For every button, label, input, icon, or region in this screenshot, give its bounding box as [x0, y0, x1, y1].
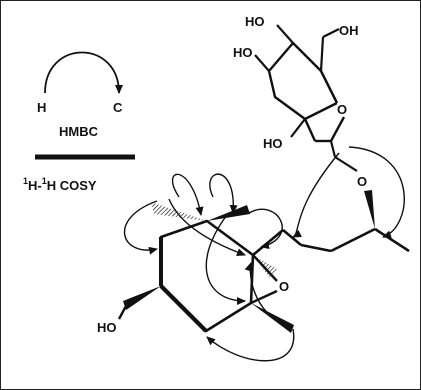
epoxide-oxygen: O [279, 279, 289, 294]
sugar-oh-top-right: OH [339, 23, 359, 38]
legend-cosy-label: 1H-1H COSY [23, 176, 97, 193]
hmbc-arrow-6 [248, 208, 283, 249]
hmbc-arrow-8 [205, 214, 246, 305]
sugar-oh-top-left: HO [245, 14, 265, 29]
aglycone-core: O HO [97, 202, 294, 335]
hashed-bond-epoxide [253, 255, 277, 277]
hmbc-arrow-9 [206, 328, 295, 362]
sugar-unit: O HO OH HO HO O [233, 14, 367, 189]
hmbc-arrows [124, 146, 405, 362]
hmbc-arrow-3 [171, 173, 204, 216]
legend-hmbc-label: HMBC [59, 124, 99, 139]
legend-c-label: C [113, 100, 123, 115]
wedge-bond-side-chain-o [364, 190, 375, 229]
hmbc-arrow-2 [292, 152, 340, 238]
legend-h-label: H [37, 100, 46, 115]
sugar-ring-oxygen: O [337, 102, 347, 117]
legend: H C HMBC 1H-1H COSY [23, 51, 135, 193]
glycosidic-oxygen: O [357, 174, 367, 189]
sugar-oh-mid-left: HO [233, 45, 253, 60]
wedge-bond-hydroxyl [123, 286, 161, 310]
hmbc-arrow-1 [348, 146, 405, 239]
hmbc-arrow-7 [168, 198, 246, 256]
legend-hmbc-arrow [44, 51, 123, 94]
hashed-bond-methyl [151, 202, 207, 221]
aglycone-hydroxyl: HO [97, 320, 117, 335]
hmbc-arrow-4 [209, 173, 238, 214]
sugar-oh-lower-left: HO [263, 136, 283, 151]
wedge-bond-methyl [207, 205, 250, 221]
hmbc-arrow-10 [244, 262, 290, 328]
hmbc-arrow-5 [124, 200, 158, 255]
side-chain [282, 190, 410, 253]
